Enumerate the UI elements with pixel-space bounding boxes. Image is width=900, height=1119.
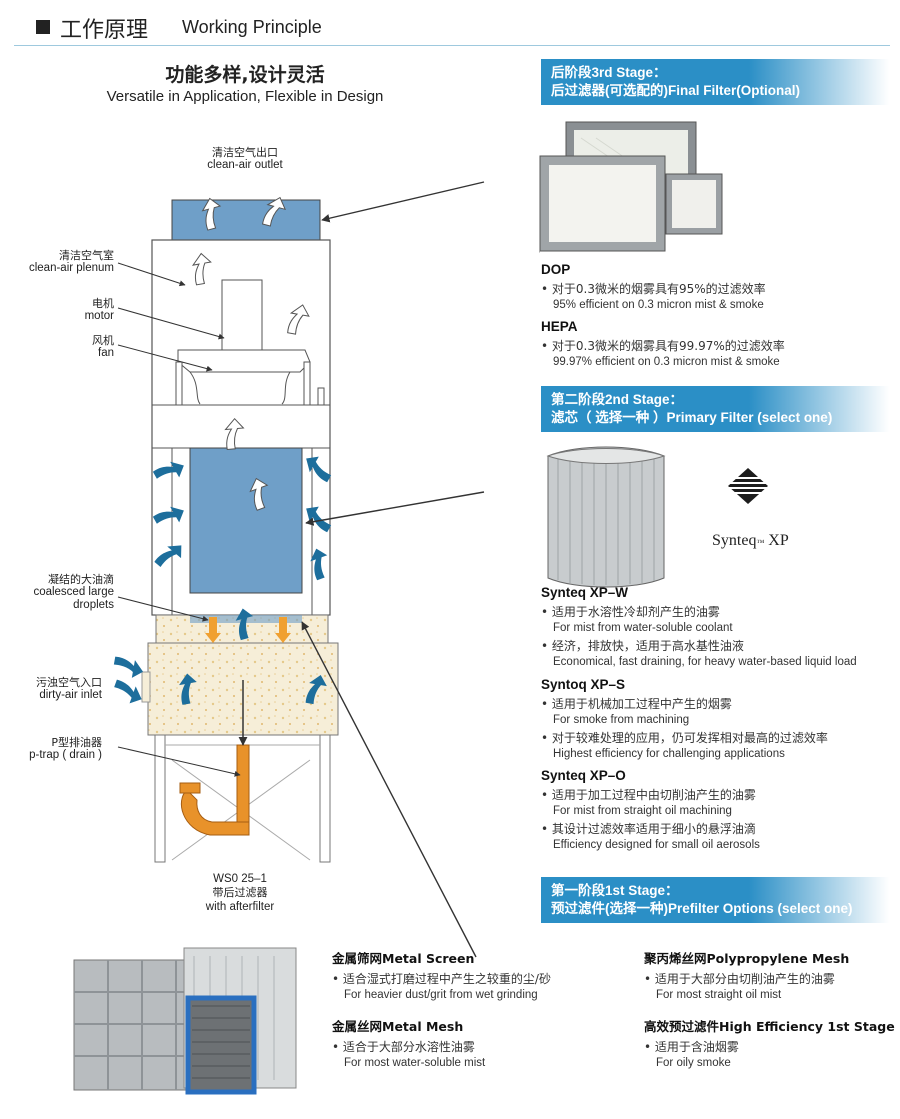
- stage1-metal-mesh: 金属丝网Metal Mesh 适合于大部分水溶性油雾 For most wate…: [332, 1016, 485, 1069]
- primary-filter-shape: [189, 447, 303, 594]
- headline-zh: 功能多样,设计灵活: [165, 64, 325, 86]
- prefilter-photo: [73, 947, 297, 1095]
- stage2-xpw: Synteq XP–W 适用于水溶性冷却剂产生的油雾 For mist from…: [541, 585, 857, 668]
- header-title-en: Working Principle: [182, 17, 322, 37]
- square-bullet-icon: [36, 20, 50, 34]
- stage1-high-efficiency: 高效预过滤件High Efficiency 1st Stage 适用于含油烟雾 …: [644, 1016, 895, 1069]
- stage2-xpo: Synteq XP–O 适用于加工过程中由切削油产生的油雾 For mist f…: [541, 768, 760, 851]
- collector-diagram: [110, 156, 540, 958]
- stage3-bar: 后阶段3rd Stage：后过滤器(可选配的)Final Filter(Opti…: [541, 59, 889, 105]
- stage1-bar: 第一阶段1st Stage：预过滤件(选择一种)Prefilter Option…: [541, 877, 889, 923]
- stage1-metal-screen: 金属筛网Metal Screen 适合湿式打磨过程中产生之较重的尘/砂 For …: [332, 948, 551, 1001]
- stage3-hepa: HEPA 对于0.3微米的烟雾具有99.97%的过滤效率 99.97% effi…: [541, 319, 785, 368]
- stage2-bar: 第二阶段2nd Stage：滤芯（ 选择一种 ）Primary Filter (…: [541, 386, 889, 432]
- primary-filter-photo: [546, 446, 666, 588]
- motor-shape: [221, 279, 263, 351]
- afterfilter-box: [171, 199, 321, 241]
- synteq-logo-text: Synteq™ XP: [712, 532, 789, 549]
- stage2-xps: Syntoq XP–S 适用于机械加工过程中产生的烟雾 For smoke fr…: [541, 677, 828, 760]
- p-trap-pipe: [180, 789, 250, 836]
- synteq-logo: [726, 468, 770, 504]
- header-title-zh: 工作原理: [60, 18, 149, 43]
- stage3-dop: DOP 对于0.3微米的烟雾具有95%的过滤效率 95% efficient o…: [541, 262, 766, 311]
- final-filter-photo: [539, 121, 723, 252]
- headline-en: Versatile in Application, Flexible in De…: [106, 88, 384, 105]
- stage1-polypropylene-mesh: 聚丙烯丝网Polypropylene Mesh 适用于大部分由切削油产生的油雾 …: [644, 948, 849, 1001]
- section-header: 工作原理 Working Principle: [14, 10, 890, 46]
